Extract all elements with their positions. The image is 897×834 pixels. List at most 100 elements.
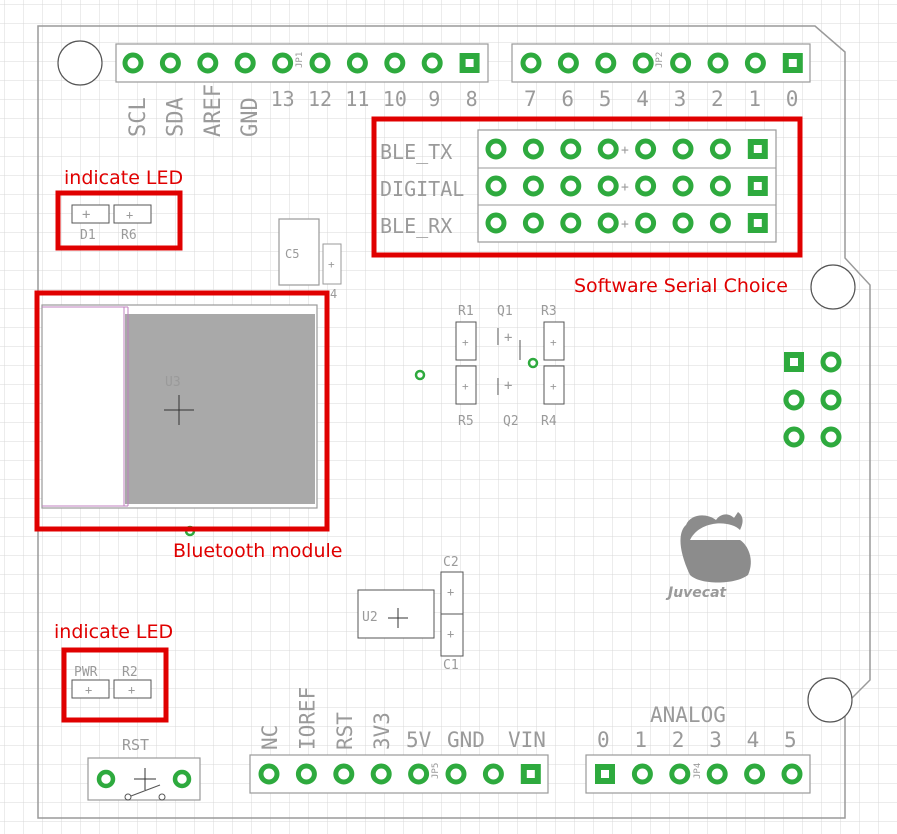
pad-hole [601, 770, 609, 778]
led-pwr-r2: + + PWR R2 [71, 665, 152, 699]
jp5-pin-label: IOREF [295, 687, 319, 750]
pad [744, 52, 766, 74]
svg-text:+: + [550, 336, 557, 349]
pad-hole [753, 219, 762, 227]
logo-text: Juvecat [665, 585, 728, 601]
pad [482, 763, 504, 785]
pad-hole [526, 770, 535, 778]
pad [520, 52, 542, 74]
highlight-serial [371, 116, 803, 258]
svg-text:+: + [447, 627, 454, 641]
pad-hole [790, 358, 798, 366]
c5-label: C5 [285, 247, 299, 261]
svg-text:+: + [621, 143, 629, 158]
pad [333, 763, 355, 785]
jp1-pin-label: AREF [201, 84, 226, 137]
pwr-label: PWR [74, 665, 98, 680]
svg-text:+: + [462, 336, 469, 349]
pad [122, 52, 144, 74]
svg-text:+: + [621, 180, 629, 195]
pad [744, 763, 766, 785]
jp1-pin-label: 13 [271, 87, 295, 111]
pad [560, 175, 582, 197]
svg-text:+: + [126, 208, 133, 222]
r5-label: R5 [458, 414, 474, 429]
jp1-pin-label: 10 [383, 87, 407, 111]
jp1-pin-label: GND [238, 97, 263, 137]
c4-label: 4 [330, 287, 337, 301]
annotation-serial: Software Serial Choice [574, 275, 788, 297]
pad [597, 212, 619, 234]
pad [485, 175, 507, 197]
pad [421, 52, 443, 74]
pad [346, 52, 368, 74]
pad [522, 212, 544, 234]
svg-text:+: + [85, 683, 92, 697]
d1-label: D1 [80, 228, 96, 243]
jp4-pin-label: 2 [672, 728, 685, 752]
annotation-led-top: indicate LED [64, 167, 183, 189]
u2-label: U2 [362, 610, 378, 625]
pad [560, 138, 582, 160]
pad [557, 52, 579, 74]
via [414, 369, 426, 381]
jp5-pin-label: GND [447, 728, 485, 752]
jp2-pin-label: 6 [561, 87, 574, 111]
svg-text:+: + [621, 217, 629, 232]
pad [309, 52, 331, 74]
jp5-ref: JP5 [431, 763, 441, 779]
pad [709, 175, 731, 197]
jp5-pin-label: 3V3 [370, 712, 394, 750]
pad [485, 138, 507, 160]
pad [709, 212, 731, 234]
pad [597, 175, 619, 197]
pad [820, 426, 842, 448]
serial-row-label: BLE_RX [380, 214, 452, 238]
jp2-pin-label: 3 [674, 87, 687, 111]
icsp-header [783, 351, 842, 448]
board-outline [37, 25, 871, 819]
pad-hole [753, 182, 762, 190]
c1-label: C1 [443, 658, 459, 673]
svg-text:+: + [447, 585, 454, 599]
jp4-pin-label: 0 [597, 728, 610, 752]
pad [631, 763, 653, 785]
pad [635, 212, 657, 234]
u3-label: U3 [165, 375, 181, 390]
pad [707, 52, 729, 74]
jp2-pin-label: 2 [711, 87, 724, 111]
c2-label: C2 [443, 555, 459, 570]
jp1-pin-label: 11 [345, 87, 369, 111]
svg-text:+: + [462, 380, 469, 393]
svg-text:+: + [128, 683, 135, 697]
jp1-pin-label: 12 [308, 87, 332, 111]
q1-label: Q1 [497, 304, 513, 319]
pad [783, 426, 805, 448]
serial-row-label: DIGITAL [380, 177, 464, 201]
pad [706, 763, 728, 785]
highlight-led-bottom [61, 647, 169, 723]
jp1-ref: JP1 [295, 52, 305, 68]
pad-hole [753, 145, 762, 153]
pad [635, 175, 657, 197]
led-d1-r6: + + D1 R6 [71, 204, 152, 243]
reset-button: RST [87, 736, 201, 801]
transistor-cluster: + + + + + + R1 Q1 R3 R5 Q2 R4 [455, 304, 565, 429]
pad [709, 138, 731, 160]
pad [635, 138, 657, 160]
r3-label: R3 [541, 304, 557, 319]
bluetooth-module-u3: U3 [41, 304, 318, 509]
highlight-led-top [55, 190, 183, 251]
jp1-pin-label: 8 [466, 87, 478, 111]
svg-text:+: + [328, 258, 335, 271]
pad [672, 212, 694, 234]
jp2-pin-label: 7 [524, 87, 537, 111]
serial-row-label: BLE_TX [380, 140, 452, 164]
jp2-pin-label: 5 [599, 87, 612, 111]
r4-label: R4 [541, 414, 557, 429]
pad-hole [788, 59, 797, 67]
